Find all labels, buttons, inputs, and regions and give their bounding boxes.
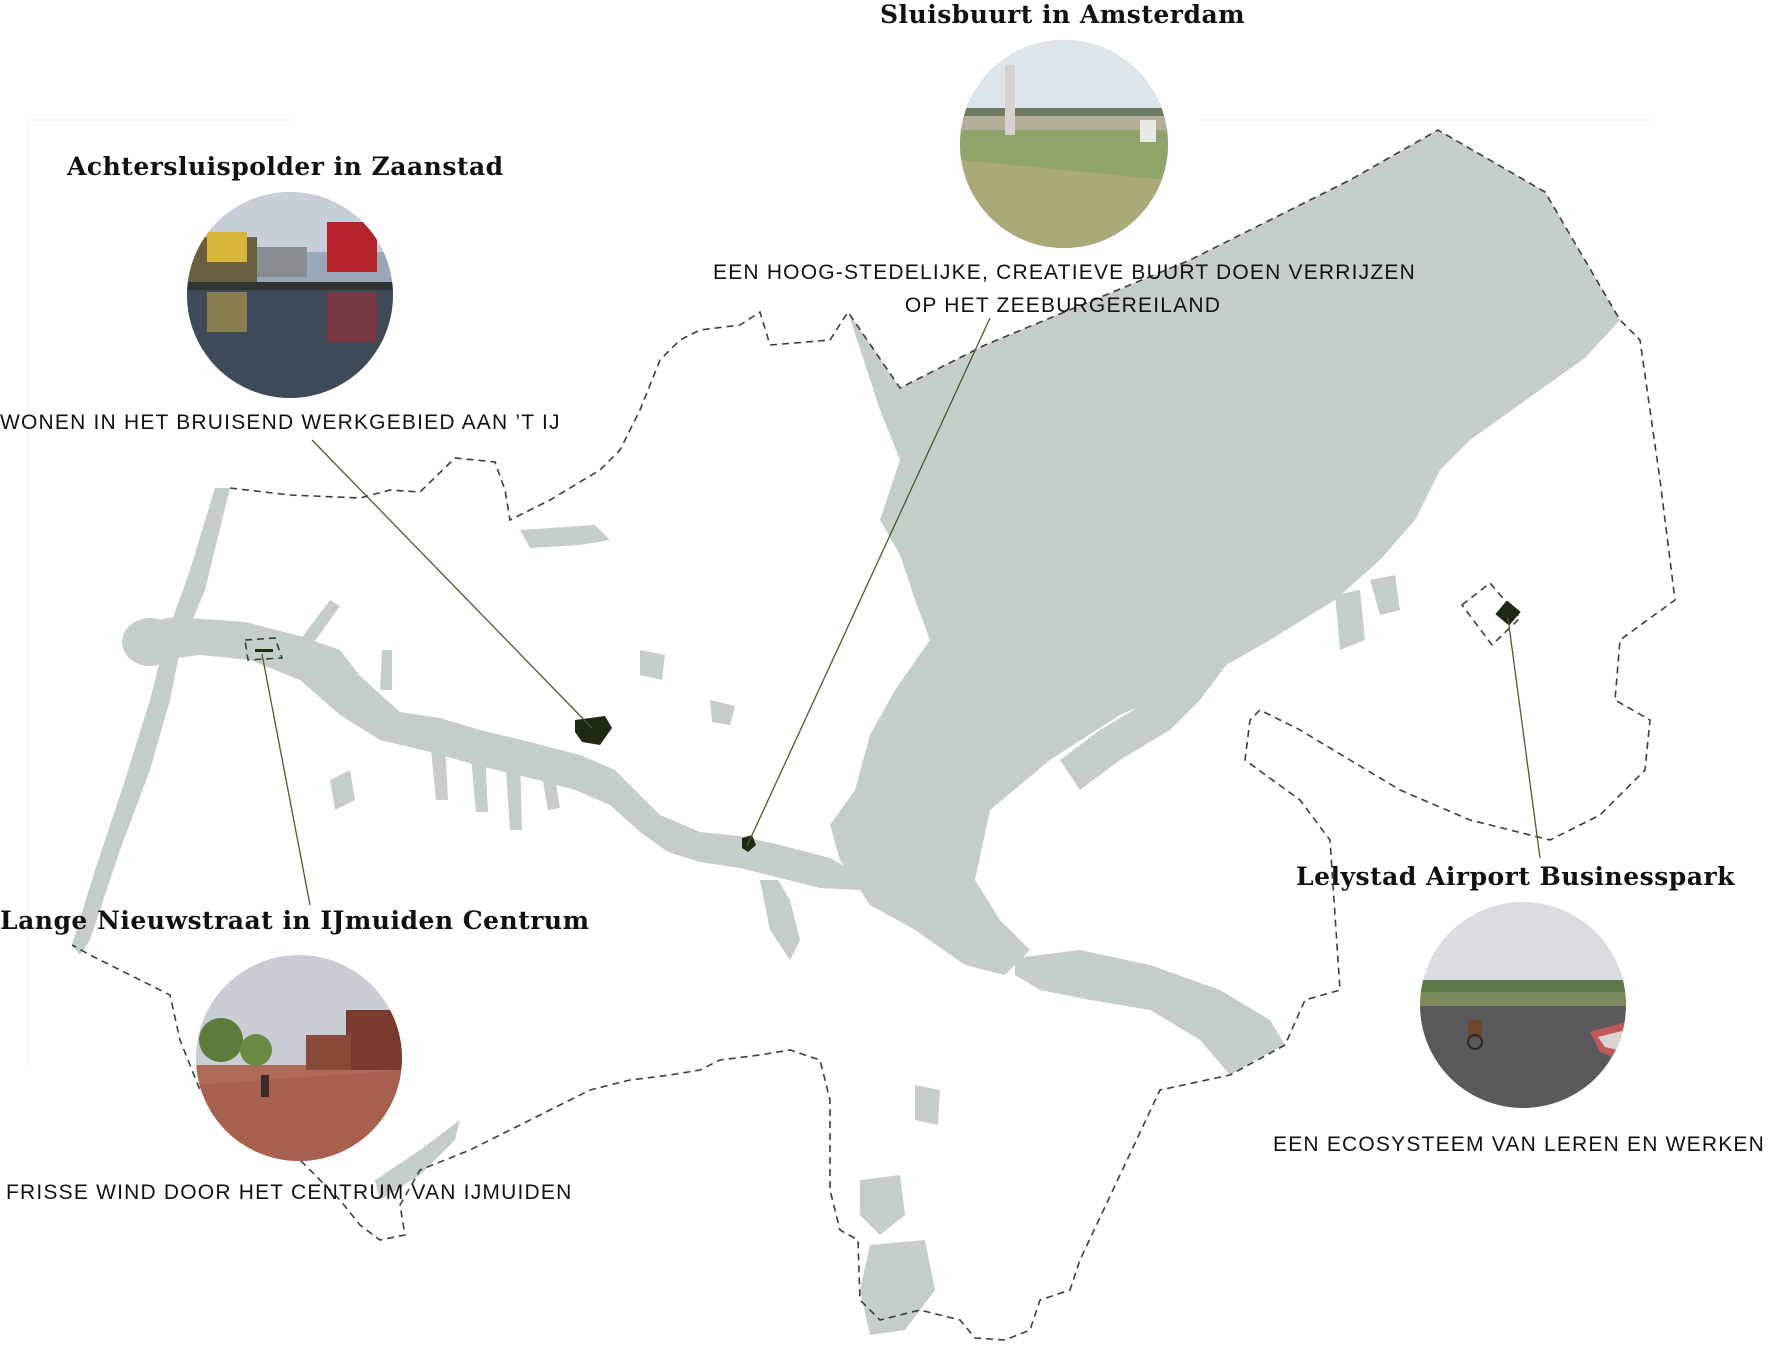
polder-lakes (330, 525, 735, 810)
lelystad-leader-line (1507, 617, 1541, 859)
project-title-achtersluispolder: Achtersluispolder in Zaanstad (67, 152, 504, 181)
caption-sluisbuurt-line-1: EEN HOOG-STEDELIJKE, CREATIEVE BUURT DOE… (713, 261, 1416, 284)
project-title-lange-nieuwstraat: Lange Nieuwstraat in IJmuiden Centrum (0, 906, 590, 935)
caption-lelystad-airport: EEN ECOSYSTEEM VAN LEREN EN WERKEN (1273, 1133, 1766, 1156)
photo-lelystad-airport (1420, 902, 1626, 1108)
caption-sluisbuurt: EEN HOOG-STEDELIJKE, CREATIEVE BUURT DOE… (713, 256, 1416, 322)
project-title-lelystad-airport: Lelystad Airport Businesspark (1296, 862, 1735, 891)
caption-sluisbuurt-line-2: OP HET ZEEBURGEREILAND (904, 294, 1222, 317)
caption-lange-nieuwstraat: FRISSE WIND DOOR HET CENTRUM VAN IJMUIDE… (6, 1181, 573, 1204)
canal-harbours (300, 600, 560, 830)
ijmuiden-site-marker (255, 649, 273, 652)
caption-achtersluispolder: WONEN IN HET BRUISEND WERKGEBIED AAN ’T … (0, 411, 561, 434)
lake-markermeer (830, 130, 1620, 975)
lake-shore-east (1060, 440, 1415, 790)
haarlemmermeer-lake (375, 1120, 460, 1200)
photo-sluisbuurt (960, 40, 1168, 248)
region-boundary (71, 129, 1676, 1341)
sluisbuurt-site-marker (742, 835, 756, 852)
project-title-sluisbuurt: Sluisbuurt in Amsterdam (880, 0, 1246, 29)
coastal-strip (72, 488, 230, 955)
gooimeer (1015, 950, 1285, 1075)
loosdrecht-lakes (860, 1085, 940, 1335)
drontermeer-lakes (1335, 575, 1400, 650)
lelystad-site-marker (1495, 600, 1521, 626)
zaanstad-leader-line (311, 439, 593, 729)
amstel-river (760, 880, 800, 960)
noordzeekanaal (130, 617, 860, 890)
ijmuiden-harbour (122, 618, 178, 666)
ijmuiden-site-outline (244, 637, 284, 661)
photo-achtersluispolder (187, 192, 393, 398)
photo-lange-nieuwstraat (196, 955, 402, 1161)
airport-site-outline (1460, 581, 1522, 647)
zaanstad-site-marker (575, 716, 612, 745)
sluisbuurt-leader-line (746, 317, 991, 847)
ijmuiden-leader-line (261, 653, 311, 906)
